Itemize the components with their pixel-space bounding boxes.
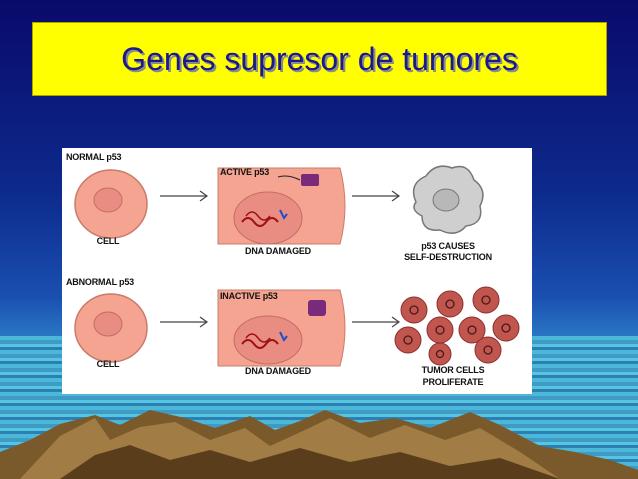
row2-outcome-line1: TUMOR CELLS [421,365,485,375]
title-box: Genes supresor de tumores [32,22,607,96]
row1-normal-cell [74,169,148,239]
row2-cell-label: CELL [96,359,120,369]
row1-arrow2 [352,190,401,202]
row1-damaged-cell [217,167,346,245]
row2-normal-cell [74,293,148,363]
row2-protein-label: INACTIVE p53 [220,291,278,301]
row2-damaged-label: DNA DAMAGED [245,366,311,376]
row2-heading: ABNORMAL p53 [66,277,134,287]
row1-cell-label: CELL [96,236,120,246]
row2-arrow1 [160,316,209,328]
row1-heading: NORMAL p53 [66,152,122,162]
row1-damaged-label: DNA DAMAGED [245,246,311,256]
row2-outcome-line2: PROLIFERATE [422,377,484,387]
row1-apoptotic-cell [412,165,484,234]
row1-arrow1 [160,190,209,202]
row1-protein-label: ACTIVE p53 [220,167,270,177]
row1-outcome-line1: p53 CAUSES [421,241,475,251]
slide-title: Genes supresor de tumores [121,40,518,77]
row2-arrow2 [352,316,401,328]
row2-damaged-cell [217,289,346,367]
row1-outcome-line2: SELF-DESTRUCTION [404,252,492,262]
p53-diagram: NORMAL p53 CELL ACTIVE p53 DNA DAMAGED p… [62,148,532,394]
row2-tumor-cells [394,286,520,366]
